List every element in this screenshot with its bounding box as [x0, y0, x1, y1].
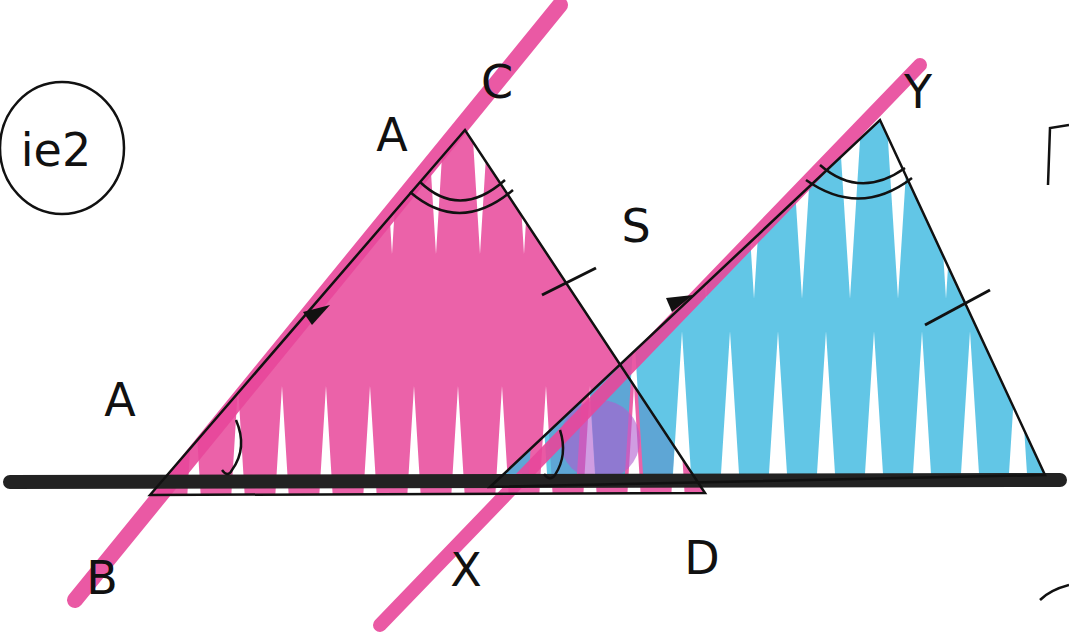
point-label: D	[684, 535, 719, 581]
cyan-fill	[490, 125, 1042, 505]
point-label: A	[104, 377, 135, 423]
point-label: C	[481, 59, 513, 105]
cyan-scribble	[490, 125, 1042, 505]
circle-mark	[0, 82, 124, 214]
segment-label: S	[621, 203, 650, 249]
angle-arc	[222, 165, 912, 478]
margin-box	[1040, 125, 1069, 600]
point-label: Y	[904, 69, 932, 115]
highlight-line	[380, 65, 920, 625]
base-line	[10, 480, 1060, 482]
tick-mark	[542, 268, 990, 325]
pink-fill	[150, 140, 700, 500]
triangle	[150, 120, 1045, 495]
point-label: A	[376, 112, 407, 158]
pink-scribble	[150, 140, 700, 500]
point-label: B	[86, 555, 118, 601]
circled-note: ie2	[21, 127, 91, 173]
parallel-arrow	[303, 295, 693, 325]
overlap-patch	[560, 400, 640, 480]
point-label: X	[450, 547, 482, 593]
